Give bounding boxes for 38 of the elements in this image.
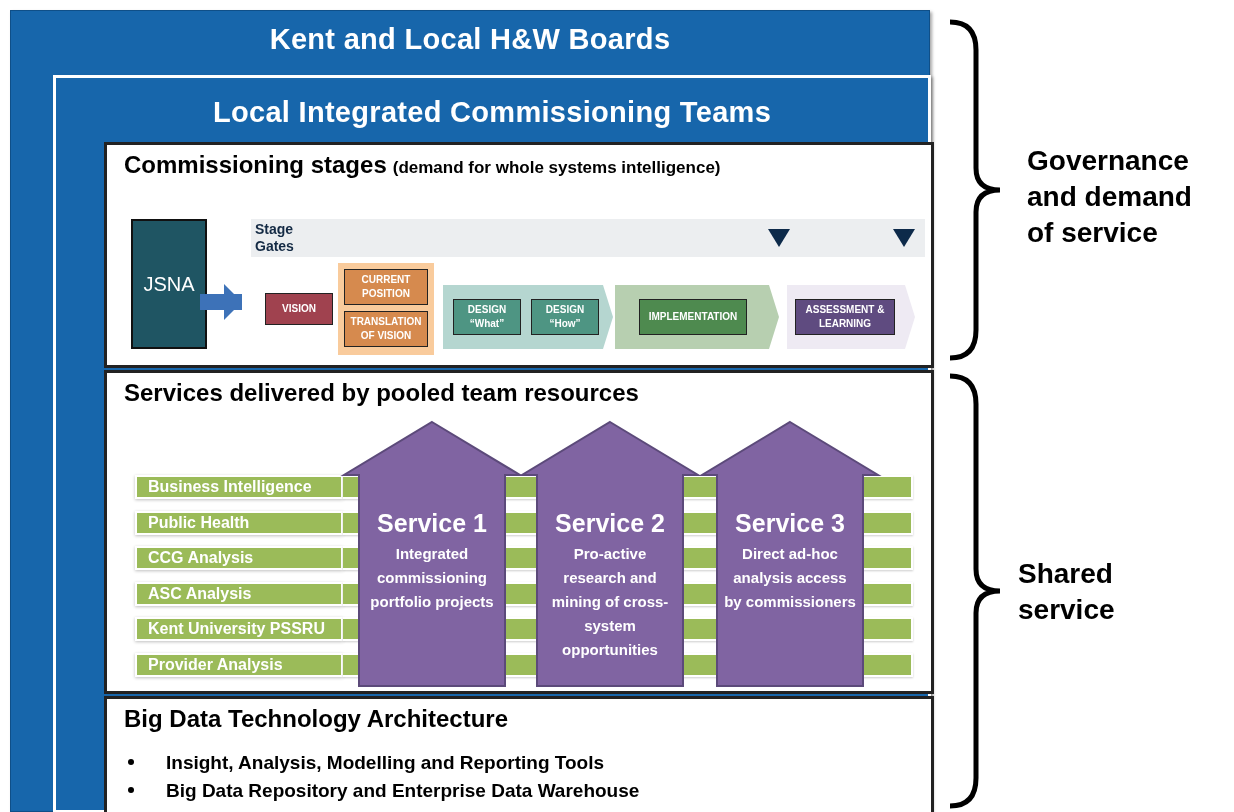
resource-bar: Kent University PSSRU [135, 617, 343, 641]
panel-title: Big Data Technology Architecture [124, 705, 509, 733]
panel [104, 142, 934, 368]
panel-title: Commissioning stages [124, 151, 387, 179]
band-title: Kent and Local H&W Boards [268, 23, 672, 56]
resource-bar: Provider Analysis [135, 653, 343, 677]
stage-box: VISION [265, 293, 333, 325]
service-title: Service 3 [735, 509, 845, 538]
panel-title: Services delivered by pooled team resources [124, 379, 639, 407]
stage-box: CURRENT POSITION [344, 269, 428, 305]
service-description: Integrated commissioning portfolio projects [369, 544, 495, 612]
service-description: Pro-active research and mining of cross-system opportunities [550, 544, 670, 660]
stage-box: TRANSLATION OF VISION [344, 311, 428, 347]
service-description: Direct ad-hoc analysis access by commissioners [723, 544, 857, 612]
bullet-text: Insight, Analysis, Modelling and Reporting Tools [166, 751, 605, 775]
resource-bar: Business Intelligence [135, 475, 343, 499]
band-label: Stage Gates [255, 221, 295, 255]
up-arrow-shape [701, 421, 879, 687]
bullet-text: Big Data Repository and Enterprise Data Warehouse [166, 779, 640, 803]
resource-bar: CCG Analysis [135, 546, 343, 570]
panel [104, 696, 934, 812]
up-arrow-shape [343, 421, 521, 687]
band-title: Local Integrated Commissioning Teams [211, 96, 773, 129]
stage-box: DESIGN “How” [531, 299, 599, 335]
panel [104, 370, 934, 694]
resource-bar: ASC Analysis [135, 582, 343, 606]
bracket-label: Shared service [1018, 557, 1116, 627]
up-arrow-shape [521, 421, 699, 687]
service-title: Service 1 [377, 509, 487, 538]
service-title: Service 2 [555, 509, 665, 538]
bracket-label: Governance and demand of service [1027, 144, 1193, 250]
panel-subtitle: (demand for whole systems intelligence) [392, 158, 721, 178]
stage-box: ASSESSMENT & LEARNING [795, 299, 895, 335]
process-box: JSNA [131, 219, 207, 349]
resource-bar: Public Health [135, 511, 343, 535]
stage-gates-band [251, 219, 925, 257]
stage-box: IMPLEMENTATION [639, 299, 747, 335]
stage-box: DESIGN “What” [453, 299, 521, 335]
